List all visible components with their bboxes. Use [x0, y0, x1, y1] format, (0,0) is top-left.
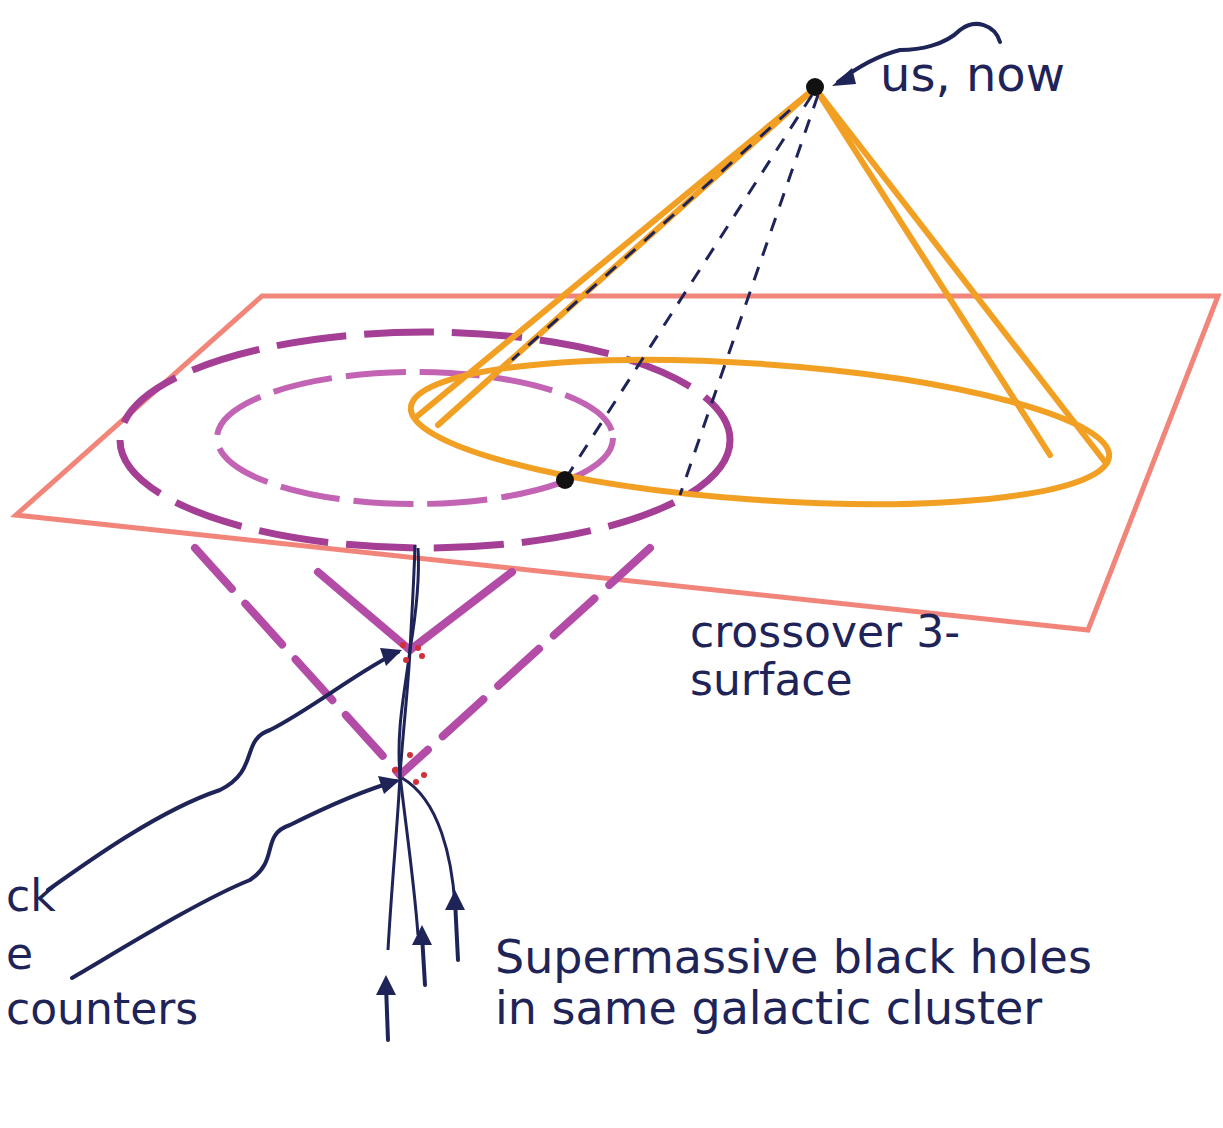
worldlines [388, 545, 455, 950]
us-now-dot [806, 78, 824, 96]
arrow-heads [376, 68, 856, 995]
pointer-arrows [48, 24, 1000, 1040]
surface-label: crossover 3-surface [690, 608, 990, 705]
past-cones [195, 548, 650, 775]
encounter-fragment: ck [6, 872, 206, 920]
black-hole-label: Supermassive black holes in same galacti… [495, 932, 1115, 1033]
sight-lines [512, 95, 818, 495]
inner-ellipse [217, 372, 613, 504]
encounter-fragment: e [6, 930, 206, 978]
observer-cone [406, 88, 1114, 524]
event-dot [556, 471, 574, 489]
encounter-fragment: counters [6, 985, 266, 1033]
encounter-dots [392, 642, 427, 785]
observer-label: us, now [880, 48, 1210, 101]
